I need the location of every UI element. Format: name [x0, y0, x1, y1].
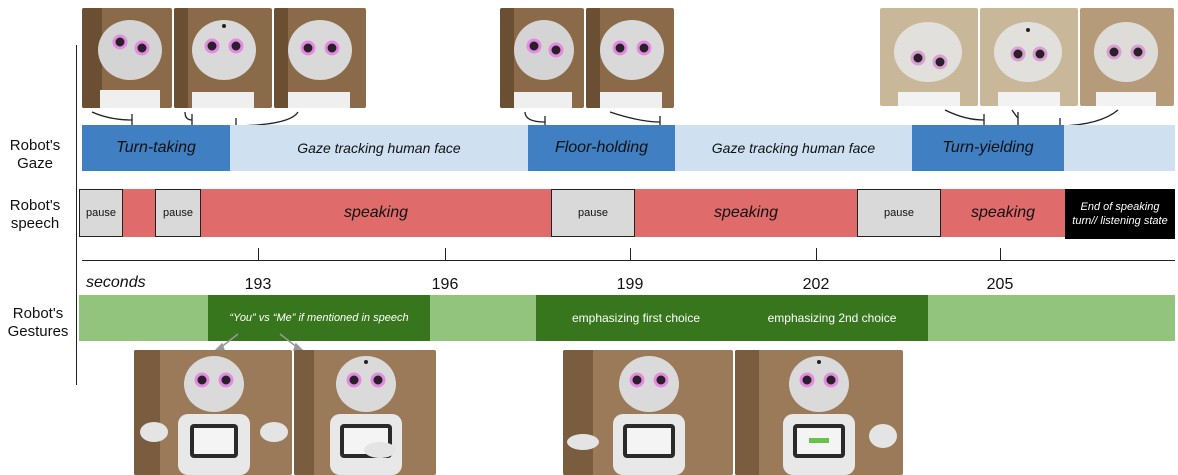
axis-tick-label: 205	[986, 276, 1014, 293]
robot-photo	[980, 8, 1078, 106]
robot-photo	[880, 8, 978, 106]
robot-photo	[1080, 8, 1174, 106]
robot-photo	[294, 350, 436, 475]
speech-pause-2: pause	[155, 189, 201, 237]
speech-row-label: Robot's speech	[9, 197, 61, 232]
axis-tick	[1000, 248, 1001, 261]
robot-photo	[82, 8, 172, 108]
row-divider-line	[76, 45, 77, 385]
axis-unit-label: seconds	[86, 274, 146, 291]
gaze-callout-connectors	[91, 109, 1119, 132]
gesture-first-choice: emphasizing first choice	[536, 295, 736, 341]
robot-photo	[735, 350, 903, 475]
robot-photo	[586, 8, 674, 108]
gesture-second-choice: emphasizing 2nd choice	[736, 295, 928, 341]
axis-line	[82, 260, 1175, 261]
gaze-turn-yielding: Turn-yielding	[912, 125, 1064, 171]
axis-tick	[816, 248, 817, 261]
speech-speaking-3: speaking	[970, 204, 1036, 221]
gaze-tracking-2: Gaze tracking human face	[675, 125, 912, 171]
speech-pause-4: pause	[857, 189, 941, 237]
speech-speaking-2: speaking	[713, 204, 779, 221]
gaze-tracking-1: Gaze tracking human face	[230, 125, 528, 171]
gaze-floor-holding: Floor-holding	[528, 125, 675, 171]
axis-tick	[258, 248, 259, 261]
gestures-row-label: Robot's Gestures	[7, 305, 69, 340]
robot-photo	[274, 8, 366, 108]
speech-end-state: End of speaking turn// listening state	[1065, 189, 1175, 239]
speech-pause-1: pause	[79, 189, 123, 237]
axis-tick	[445, 248, 446, 261]
robot-photo	[174, 8, 272, 108]
speech-speaking-1: speaking	[343, 204, 409, 221]
robot-photo	[500, 8, 584, 108]
axis-tick-label: 199	[616, 276, 644, 293]
robot-photo	[563, 350, 733, 475]
axis-tick-label: 193	[244, 276, 272, 293]
robot-photo	[134, 350, 292, 475]
axis-tick	[630, 248, 631, 261]
gaze-row-label: Robot's Gaze	[9, 137, 61, 172]
speech-pause-3: pause	[551, 189, 635, 237]
gaze-tail	[1064, 125, 1175, 171]
axis-tick-label: 202	[802, 276, 830, 293]
gaze-turn-taking: Turn-taking	[82, 125, 230, 171]
gesture-you-vs-me: “You” vs “Me” if mentioned in speech	[208, 295, 430, 341]
axis-tick-label: 196	[431, 276, 459, 293]
